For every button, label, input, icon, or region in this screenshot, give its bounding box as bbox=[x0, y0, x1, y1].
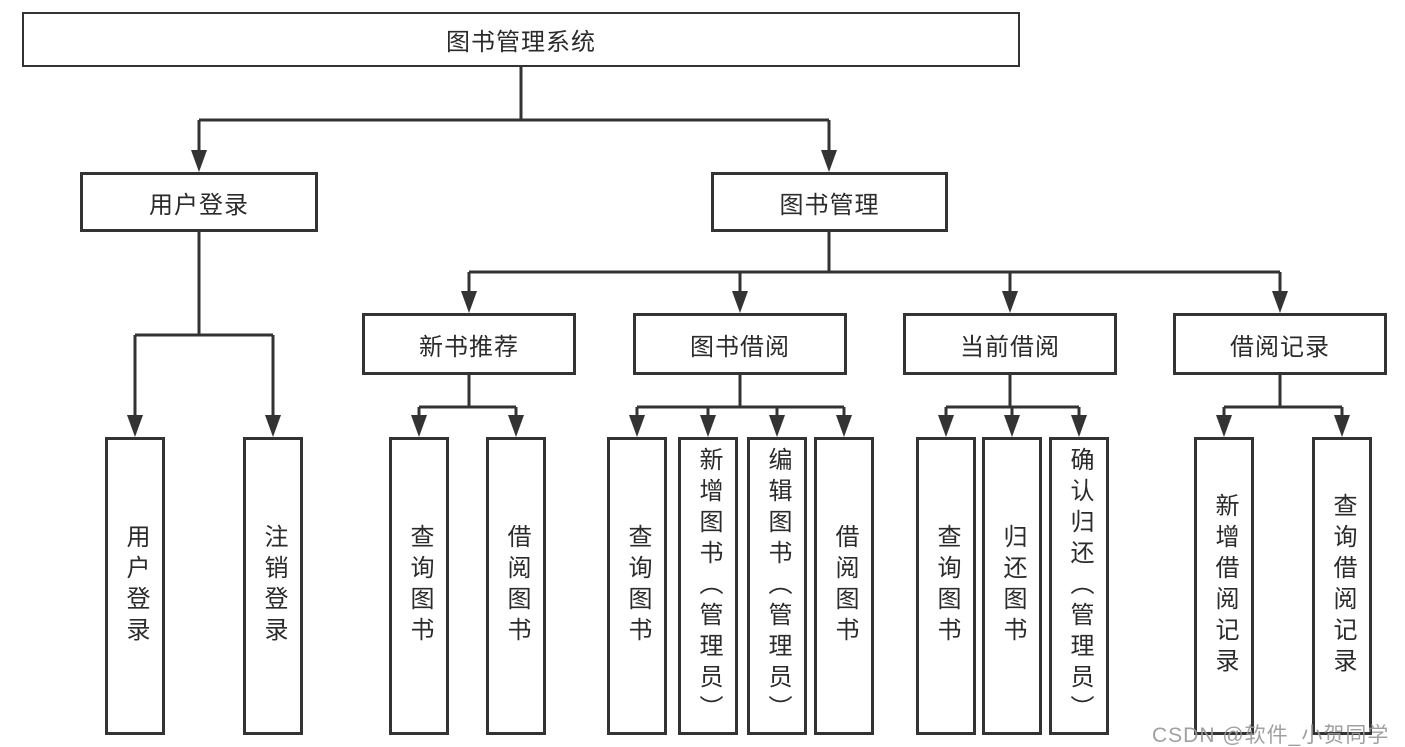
node-label: 图书管理系统 bbox=[446, 29, 596, 56]
node-label: 查询图书 bbox=[624, 524, 651, 648]
node-label: 归还图书 bbox=[999, 524, 1026, 648]
leaf-borrow-books-recommend: 借阅图书 bbox=[486, 437, 546, 735]
leaf-add-borrow-record: 新增借阅记录 bbox=[1194, 437, 1254, 735]
node-label: 借阅图书 bbox=[831, 524, 858, 648]
node-label: 确认归还（管理员） bbox=[1066, 446, 1093, 726]
leaf-query-books-recommend: 查询图书 bbox=[389, 437, 449, 735]
node-label: 图书借阅 bbox=[690, 333, 790, 361]
leaf-edit-books-admin: 编辑图书（管理员） bbox=[747, 437, 807, 735]
leaf-logout: 注销登录 bbox=[243, 437, 303, 735]
node-label: 新增借阅记录 bbox=[1211, 493, 1238, 679]
arrowheads bbox=[127, 150, 1350, 437]
node-label: 查询借阅记录 bbox=[1329, 493, 1356, 679]
node-label: 借阅记录 bbox=[1230, 333, 1330, 361]
node-label: 新书推荐 bbox=[419, 333, 519, 361]
node-label: 编辑图书（管理员） bbox=[764, 446, 791, 726]
node-borrow-records: 借阅记录 bbox=[1173, 313, 1387, 375]
node-book-management: 图书管理 bbox=[711, 172, 948, 232]
leaf-query-books-current: 查询图书 bbox=[916, 437, 976, 735]
leaf-return-books: 归还图书 bbox=[982, 437, 1042, 735]
node-label: 注销登录 bbox=[260, 524, 287, 648]
node-label: 查询图书 bbox=[406, 524, 433, 648]
node-new-book-recommend: 新书推荐 bbox=[362, 313, 576, 375]
leaf-add-books-admin: 新增图书（管理员） bbox=[678, 437, 738, 735]
leaf-query-borrow-record: 查询借阅记录 bbox=[1312, 437, 1372, 735]
node-user-login: 用户登录 bbox=[80, 172, 318, 232]
node-book-borrow: 图书借阅 bbox=[633, 313, 847, 375]
leaf-query-books-borrow: 查询图书 bbox=[607, 437, 667, 735]
watermark: CSDN @软件_小贺同学 bbox=[1152, 724, 1390, 747]
node-label: 借阅图书 bbox=[503, 524, 530, 648]
node-label: 用户登录 bbox=[122, 524, 149, 648]
node-label: 用户登录 bbox=[149, 191, 249, 219]
leaf-user-login: 用户登录 bbox=[105, 437, 165, 735]
node-current-borrow: 当前借阅 bbox=[903, 313, 1117, 375]
node-root: 图书管理系统 bbox=[22, 12, 1020, 67]
node-label: 当前借阅 bbox=[960, 333, 1060, 361]
node-label: 新增图书（管理员） bbox=[695, 446, 722, 726]
node-label: 图书管理 bbox=[779, 191, 880, 219]
leaf-borrow-books: 借阅图书 bbox=[814, 437, 874, 735]
leaf-confirm-return-admin: 确认归还（管理员） bbox=[1049, 437, 1109, 735]
node-label: 查询图书 bbox=[933, 524, 960, 648]
